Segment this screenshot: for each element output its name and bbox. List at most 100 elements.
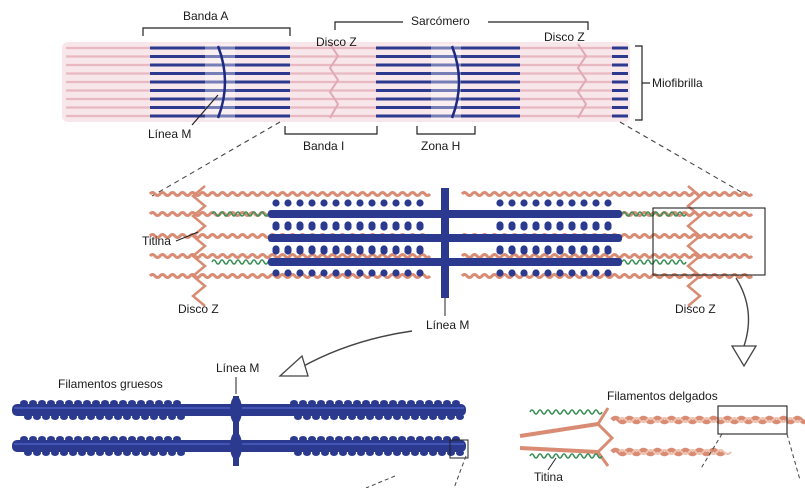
myosin-head xyxy=(496,223,503,230)
arrow-to-thick xyxy=(280,331,412,376)
myosin-head xyxy=(332,269,339,276)
myosin-head-bottom xyxy=(101,400,109,406)
myosin-head xyxy=(544,199,551,206)
myosin-head xyxy=(508,247,515,254)
myosin-head xyxy=(404,247,411,254)
myosin-head-bottom xyxy=(164,400,172,406)
label-linea-m-bottom: Línea M xyxy=(216,361,259,375)
myosin-head-bottom xyxy=(429,414,437,420)
myosin-head-bottom xyxy=(33,450,41,456)
myosin-head-bottom xyxy=(96,414,104,420)
myosin-head-bottom xyxy=(83,436,91,442)
myosin-head-bottom xyxy=(24,414,32,420)
myosin-head xyxy=(272,199,279,206)
myosin-head xyxy=(568,247,575,254)
myosin-head xyxy=(556,247,563,254)
myosin-head xyxy=(556,269,563,276)
myosin-head-bottom xyxy=(452,400,460,406)
myosin-head xyxy=(296,247,303,254)
myosin-head-bottom xyxy=(393,450,401,456)
myosin-head-bottom xyxy=(299,436,307,442)
myosin-head-bottom xyxy=(132,414,140,420)
myosin-head xyxy=(344,199,351,206)
myosin-head-bottom xyxy=(312,450,320,456)
label-filamentos-gruesos: Filamentos gruesos xyxy=(58,377,163,391)
myosin-head-bottom xyxy=(308,436,316,442)
myosin-head-bottom xyxy=(51,414,59,420)
myosin-head xyxy=(508,269,515,276)
myosin-head-bottom xyxy=(407,436,415,442)
myosin-head-bottom xyxy=(429,450,437,456)
myosin-head-bottom xyxy=(434,400,442,406)
myosin-head-bottom xyxy=(150,414,158,420)
myosin-head xyxy=(284,269,291,276)
myosin-head-bottom xyxy=(348,450,356,456)
myosin-head-bottom xyxy=(411,450,419,456)
myosin-head xyxy=(332,223,339,230)
myosin-head-bottom xyxy=(65,436,73,442)
myosin-head xyxy=(368,223,375,230)
myosin-head xyxy=(520,247,527,254)
myosin-head-bottom xyxy=(425,436,433,442)
myosin-head-bottom xyxy=(402,450,410,456)
myosin-head xyxy=(392,223,399,230)
myosin-head xyxy=(520,269,527,276)
myosin-head-bottom xyxy=(119,400,127,406)
myosin-head-bottom xyxy=(420,414,428,420)
label-banda-a: Banda A xyxy=(183,9,228,23)
myosin-head-bottom xyxy=(416,400,424,406)
myosin-head-bottom xyxy=(74,400,82,406)
titin-spring xyxy=(212,260,276,264)
myosin-head xyxy=(604,223,611,230)
myosin-head-bottom xyxy=(177,450,185,456)
myosin-head-bottom xyxy=(65,400,73,406)
myosin-head-bottom xyxy=(290,400,298,406)
myosin-head-bottom xyxy=(353,436,361,442)
label-linea-m-top: Línea M xyxy=(148,127,191,141)
myosin-head-bottom xyxy=(375,414,383,420)
myosin-head-bottom xyxy=(173,400,181,406)
myosin-head xyxy=(592,247,599,254)
myosin-head-bottom xyxy=(384,450,392,456)
myosin-head-bottom xyxy=(294,414,302,420)
myosin-head xyxy=(284,223,291,230)
myosin-head xyxy=(416,199,423,206)
myosin-head-bottom xyxy=(114,450,122,456)
myosin-head-bottom xyxy=(69,414,77,420)
myosin-head-bottom xyxy=(366,414,374,420)
myosin-head-bottom xyxy=(398,436,406,442)
myosin-head-bottom xyxy=(105,414,113,420)
myosin-head xyxy=(320,247,327,254)
banda-i-bracket xyxy=(285,126,377,134)
myosin-head-bottom xyxy=(155,400,163,406)
label-disco-z-mid-left: Disco Z xyxy=(178,302,219,316)
myosin-head-bottom xyxy=(330,414,338,420)
myosin-head-bottom xyxy=(38,436,46,442)
myosin-head-bottom xyxy=(96,450,104,456)
sarcomere-detail xyxy=(150,186,752,306)
myofibril xyxy=(62,42,630,122)
myosin-head xyxy=(344,269,351,276)
myosin-head xyxy=(344,223,351,230)
myosin-head-bottom xyxy=(150,450,158,456)
myosin-head xyxy=(496,199,503,206)
myosin-head-bottom xyxy=(398,400,406,406)
myosin-head-bottom xyxy=(137,400,145,406)
myosin-head xyxy=(532,269,539,276)
z-disc-mid xyxy=(688,186,700,306)
myosin-head-bottom xyxy=(69,450,77,456)
myosin-head-bottom xyxy=(168,414,176,420)
myosin-head xyxy=(568,223,575,230)
label-sarcomero: Sarcómero xyxy=(411,14,470,28)
myosin-head-bottom xyxy=(344,400,352,406)
myosin-head xyxy=(320,223,327,230)
label-disco-z-top-right: Disco Z xyxy=(544,30,585,44)
myosin-head-bottom xyxy=(60,414,68,420)
myosin-head-bottom xyxy=(384,414,392,420)
myosin-head xyxy=(296,269,303,276)
myosin-head xyxy=(284,247,291,254)
myosin-head-bottom xyxy=(456,450,464,456)
myosin-head-bottom xyxy=(128,436,136,442)
myosin-head xyxy=(308,223,315,230)
